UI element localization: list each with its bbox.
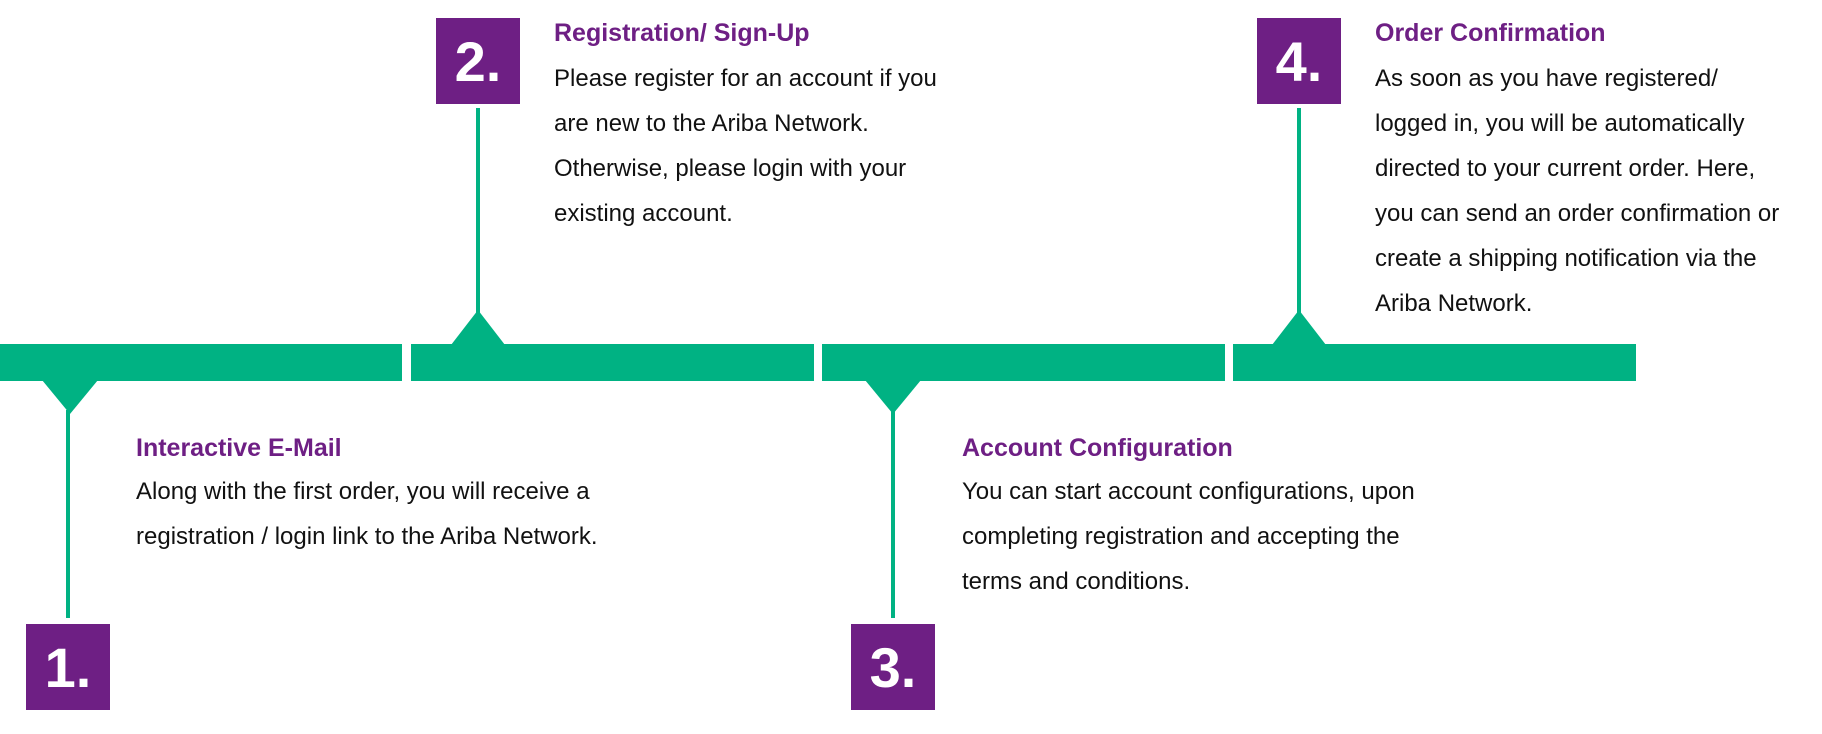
step-1-description-line: registration / login link to the Ariba N… xyxy=(136,523,598,550)
step-4-description-line: logged in, you will be automatically xyxy=(1375,110,1745,137)
step-2-description: Please register for an account if you ar… xyxy=(554,56,937,236)
timeline-segment-4 xyxy=(1233,344,1636,381)
step-3-title: Account Configuration xyxy=(962,434,1233,462)
step-1-pointer xyxy=(42,380,98,414)
step-2-description-line: are new to the Ariba Network. xyxy=(554,110,869,137)
step-2-description-line: Otherwise, please login with your xyxy=(554,155,907,182)
step-1-description: Along with the first order, you will rec… xyxy=(136,469,598,559)
step-4-description-line: create a shipping notification via the xyxy=(1375,245,1757,272)
step-3-connector-line xyxy=(891,410,895,618)
step-2-number-badge: 2. xyxy=(436,18,520,104)
step-2-description-line: Please register for an account if you xyxy=(554,65,937,92)
step-3-pointer xyxy=(865,380,921,414)
step-4-description: As soon as you have registered/ logged i… xyxy=(1375,56,1779,326)
step-4-pointer xyxy=(1272,310,1326,345)
step-3-number-badge: 3. xyxy=(851,624,935,710)
step-4-connector-line xyxy=(1297,108,1301,313)
step-3-description-line: You can start account configurations, up… xyxy=(962,478,1415,505)
step-1-connector-line xyxy=(66,410,70,618)
step-2-title: Registration/ Sign-Up xyxy=(554,19,810,47)
timeline-segment-1 xyxy=(0,344,402,381)
step-3-description: You can start account configurations, up… xyxy=(962,469,1415,604)
timeline-segment-2 xyxy=(411,344,814,381)
step-1-title: Interactive E-Mail xyxy=(136,434,342,462)
step-3-description-line: terms and conditions. xyxy=(962,568,1191,595)
step-4-description-line: directed to your current order. Here, xyxy=(1375,155,1756,182)
step-4-number-badge: 4. xyxy=(1257,18,1341,104)
step-2-description-line: existing account. xyxy=(554,200,733,227)
step-3-description-line: completing registration and accepting th… xyxy=(962,523,1400,550)
step-4-description-line: Ariba Network. xyxy=(1375,290,1533,317)
step-4-description-line: you can send an order confirmation or xyxy=(1375,200,1780,227)
step-4-description-line: As soon as you have registered/ xyxy=(1375,65,1718,92)
timeline-segment-3 xyxy=(822,344,1225,381)
step-2-pointer xyxy=(451,310,505,345)
step-4-title: Order Confirmation xyxy=(1375,19,1606,47)
step-1-number-badge: 1. xyxy=(26,624,110,710)
step-1-description-line: Along with the first order, you will rec… xyxy=(136,478,590,505)
step-2-connector-line xyxy=(476,108,480,313)
